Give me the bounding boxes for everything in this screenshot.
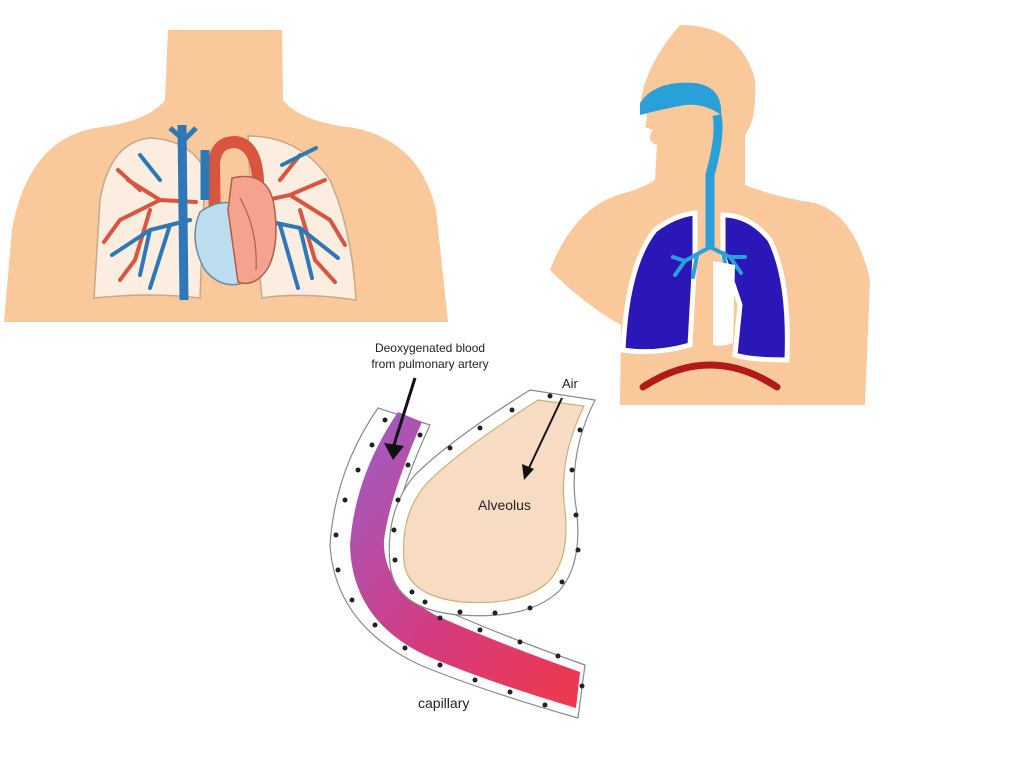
blood-label-line1: Deoxygenated blood [375, 341, 485, 355]
right-lung-navy [720, 212, 790, 363]
alveolus-sac[interactable] [402, 399, 585, 604]
alveolus-svg: Deoxygenated blood from pulmonary artery… [329, 341, 596, 719]
alveolus-label: Alveolus [478, 497, 531, 513]
heart-ventricle-line [239, 197, 257, 271]
right-lung-vessels [256, 146, 347, 290]
cell-dots [333, 393, 585, 708]
mediastinum [713, 261, 735, 346]
heart-lungs-svg [4, 30, 448, 322]
vena-cava-top [168, 126, 198, 144]
heart-right-side [194, 201, 241, 286]
vena-cava [177, 124, 189, 301]
capillary-blood[interactable] [350, 412, 580, 708]
capillary-label: capillary [418, 695, 469, 711]
aorta [207, 135, 264, 231]
left-lung-navy [620, 210, 698, 355]
trachea [705, 114, 723, 247]
air-label: Air [562, 376, 579, 391]
heart-lungs-illustration [0, 30, 450, 322]
alveolus-capillary-diagram: Deoxygenated blood from pulmonary artery… [300, 330, 620, 720]
respiratory-system-illustration [545, 25, 875, 410]
respiratory-svg [550, 25, 870, 405]
nasal-cavity [640, 82, 722, 115]
diaphragm [639, 361, 781, 391]
left-lung-vessels [102, 153, 198, 290]
blood-arrow [384, 377, 417, 460]
air-arrow [522, 397, 563, 480]
blood-label-line2: from pulmonary artery [371, 357, 488, 371]
